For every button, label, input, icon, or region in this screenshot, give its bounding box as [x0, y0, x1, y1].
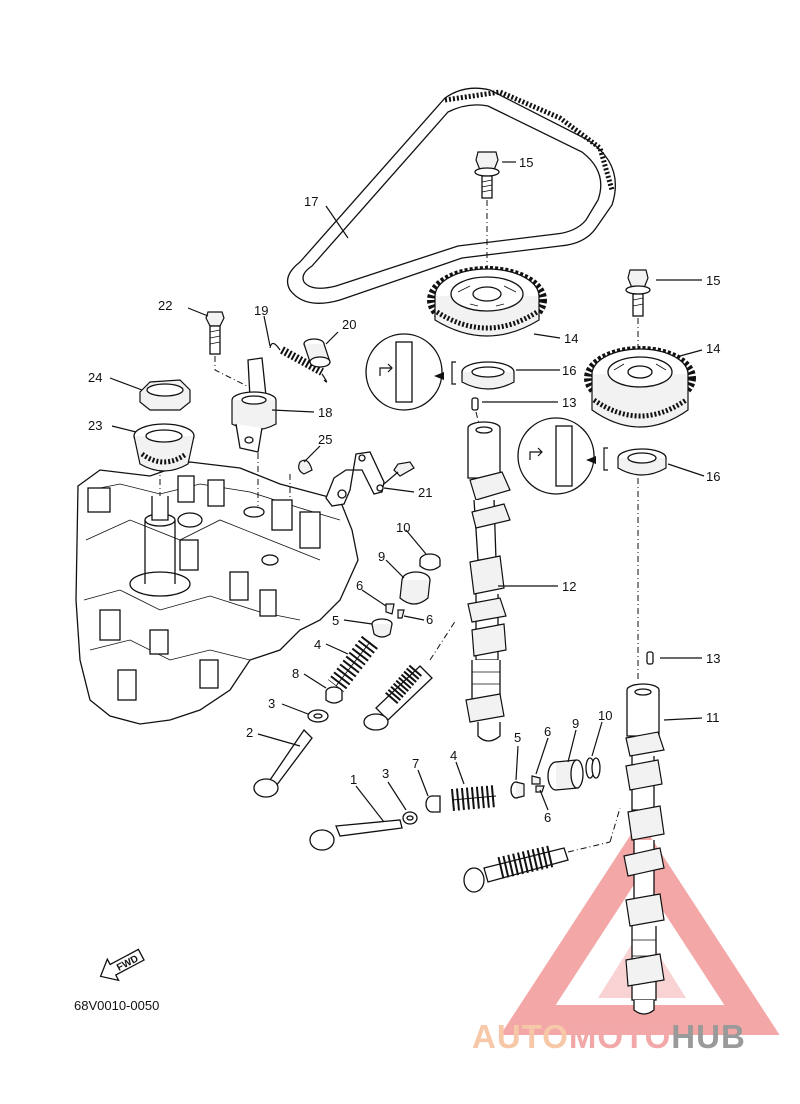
bracket-21: [325, 451, 415, 507]
spring-4-upper: [328, 635, 378, 693]
valve-2: [253, 728, 313, 798]
callout-23: 23: [88, 418, 102, 433]
seal-8: [325, 686, 343, 704]
leader-lines: [109, 161, 705, 823]
bolt-15-upper: [474, 151, 500, 290]
camshaft-12: [465, 421, 511, 742]
valve-1: [309, 819, 403, 851]
valve-assembly-lower: [463, 807, 621, 893]
callout-9-lower: 9: [572, 716, 579, 731]
spring-19: [269, 342, 328, 383]
retainer-5-lower: [510, 781, 525, 799]
camshaft-11: [623, 683, 665, 1015]
cam-pulley-14-left: [427, 266, 547, 337]
callout-3-upper: 3: [268, 696, 275, 711]
callout-10-upper: 10: [396, 520, 410, 535]
timing-belt: [286, 87, 616, 304]
shim-10-upper: [419, 553, 441, 571]
key-25: [298, 459, 313, 475]
callout-4-lower: 4: [450, 748, 457, 763]
callout-19: 19: [254, 303, 268, 318]
callout-7: 7: [412, 756, 419, 771]
cylinder-head: [75, 440, 359, 725]
watermark-hub: HUB: [671, 1018, 746, 1055]
callout-24: 24: [88, 370, 102, 385]
callout-15-right: 15: [706, 273, 720, 288]
oil-seal-16-left: [461, 361, 515, 390]
seat-3-lower: [402, 811, 418, 825]
seal-7: [425, 795, 441, 813]
callout-2: 2: [246, 725, 253, 740]
callout-11: 11: [706, 710, 720, 725]
callout-8: 8: [292, 666, 299, 681]
valve-assembly-upper: [363, 619, 457, 731]
callout-6-d: 6: [544, 810, 551, 825]
callout-16-right: 16: [706, 469, 720, 484]
callout-13-upper: 13: [562, 395, 576, 410]
callout-6-a: 6: [356, 578, 363, 593]
seal-install-detail-left: [365, 333, 456, 411]
callout-21: 21: [418, 485, 432, 500]
fwd-direction-arrow: FWD: [99, 948, 145, 982]
watermark-auto: AUTO: [472, 1018, 569, 1055]
callout-3-lower: 3: [382, 766, 389, 781]
pulley-23: [133, 423, 195, 472]
callout-14-right: 14: [706, 341, 720, 356]
seal-install-detail-right: [517, 417, 608, 495]
fwd-label: FWD: [115, 953, 140, 973]
callout-12: 12: [562, 579, 576, 594]
callout-17: 17: [304, 194, 318, 209]
callout-22: 22: [158, 298, 172, 313]
callout-5-lower: 5: [514, 730, 521, 745]
callout-6-b: 6: [426, 612, 433, 627]
collar-20: [303, 338, 331, 368]
keepers-6-upper: [385, 603, 405, 619]
retainer-5-upper: [371, 618, 393, 638]
nut-24: [139, 379, 191, 411]
callout-labels: 15 17 14 15 14 16 13 16 12 13 11 22 19 2…: [88, 155, 720, 825]
callout-20: 20: [342, 317, 356, 332]
diagram-reference-code: 68V0010-0050: [74, 998, 160, 1013]
lifter-9-lower: [547, 759, 584, 791]
callout-14-left: 14: [564, 331, 578, 346]
bolt-15-right: [625, 269, 651, 360]
callout-16-left: 16: [562, 363, 576, 378]
callout-4-upper: 4: [314, 637, 321, 652]
tensioner-18: [231, 357, 277, 453]
lifter-9-upper: [399, 571, 431, 605]
oil-seal-16-right: [617, 448, 667, 680]
callout-15-upper: 15: [519, 155, 533, 170]
callout-1: 1: [350, 772, 357, 787]
bolt-22: [205, 311, 256, 391]
keepers-6-lower: [531, 775, 545, 793]
callout-9-upper: 9: [378, 549, 385, 564]
callout-6-c: 6: [544, 724, 551, 739]
shim-10-lower: [585, 757, 601, 779]
cam-pulley-14-right: [584, 346, 696, 428]
spring-4-lower: [451, 785, 497, 811]
callout-18: 18: [318, 405, 332, 420]
callout-10-lower: 10: [598, 708, 612, 723]
callout-13-lower: 13: [706, 651, 720, 666]
watermark-moto: MOTO: [568, 1018, 672, 1055]
watermark-brand-text: AUTOMOTOHUB: [472, 1018, 746, 1056]
dowel-pin-13-lower: [646, 651, 654, 665]
seat-3-upper: [307, 709, 329, 723]
callout-5-upper: 5: [332, 613, 339, 628]
callout-25: 25: [318, 432, 332, 447]
